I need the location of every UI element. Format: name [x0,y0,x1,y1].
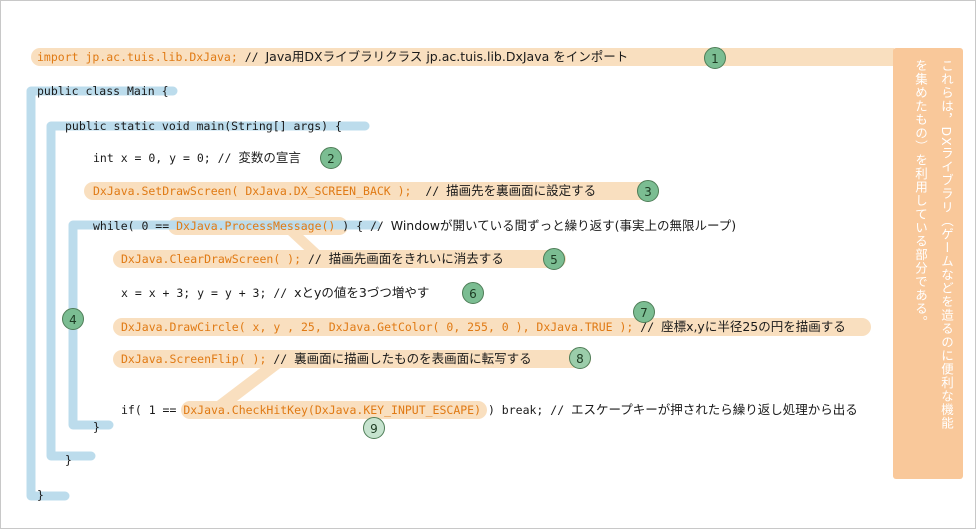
while-suffix: ) { // [335,219,391,233]
code-line-while: while( 0 == DxJava.ProcessMessage() ) { … [93,218,736,234]
code-line-close-class: } [37,487,44,503]
comment-prefix: // [411,184,447,198]
code-line-close-while: } [93,419,100,435]
comment-prefix: // [301,252,329,266]
badge-6: 6 [462,282,484,304]
code-line-import: import jp.ac.tuis.lib.DxJava; // Java用DX… [37,49,628,65]
badge-4: 4 [62,308,84,330]
badge-5: 5 [543,248,565,270]
close-brace-main: } [65,453,72,467]
note-panel [893,48,963,479]
drawcircle-call: DxJava.DrawCircle( x, y , 25, DxJava.Get… [121,320,634,334]
variable-comment: 変数の宣言 [238,150,301,165]
screenflip-call: DxJava.ScreenFlip( ); [121,352,267,366]
code-line-screenflip: DxJava.ScreenFlip( ); // 裏画面に描画したものを表画面に… [121,351,532,367]
checkhitkey-call: DxJava.CheckHitKey(DxJava.KEY_INPUT_ESCA… [183,403,482,417]
comment-prefix: // [633,320,662,334]
close-brace-class: } [37,488,44,502]
increment-comment: xとyの値を3づつ増やす [294,285,430,300]
cleardrawscreen-call: DxJava.ClearDrawScreen( ); [121,252,302,266]
badge-1: 1 [704,47,726,69]
highlight-band-1 [31,48,726,66]
while-comment: Windowが開いている間ずっと繰り返す(事実上の無限ループ) [390,218,737,233]
bracket-class [26,86,178,501]
highlight-band-7 [113,318,871,336]
badge-2: 2 [320,147,342,169]
code-line-close-main: } [65,452,72,468]
close-brace-while: } [93,420,100,434]
badge-8: 8 [569,347,591,369]
comment-prefix: // [237,50,266,64]
note-connector [721,48,894,66]
highlight-checkhitkey [181,401,487,419]
code-line-drawcircle: DxJava.DrawCircle( x, y , 25, DxJava.Get… [121,319,846,335]
badge-3: 3 [637,180,659,202]
processmessage-call: DxJava.ProcessMessage() [176,219,336,233]
badge-9: 9 [363,417,385,439]
highlight-band-8 [113,350,591,368]
code-line-increment: x = x + 3; y = y + 3; // xとyの値を3づつ増やす [121,285,429,301]
import-statement: import jp.ac.tuis.lib.DxJava; [37,50,238,64]
comment-prefix: // [266,352,295,366]
class-declaration: public class Main { [37,84,169,98]
code-line-cleardrawscreen: DxJava.ClearDrawScreen( ); // 描画先画面をきれいに… [121,251,504,267]
setdrawscreen-call: DxJava.SetDrawScreen( DxJava.DX_SCREEN_B… [93,184,412,198]
drawcircle-comment: 座標x,yに半径25の円を描画する [661,319,846,334]
while-prefix: while( 0 == [93,219,177,233]
checkhitkey-comment: エスケープキーが押されたら繰り返し処理から出る [571,402,858,417]
if-suffix: ) break; // [481,403,572,417]
code-line-checkhitkey: if( 1 == DxJava.CheckHitKey(DxJava.KEY_I… [121,402,858,418]
code-line-setdrawscreen: DxJava.SetDrawScreen( DxJava.DX_SCREEN_B… [93,183,596,199]
highlight-band-5 [113,250,566,268]
bracket-main [46,121,370,461]
connector-processmessage [286,233,329,259]
note-text: これらは，DXライブラリ（ゲームなどを造るのに便利な機能を集めたもの）を利用して… [913,59,954,431]
code-line-variables: int x = 0, y = 0; // 変数の宣言 [93,150,301,166]
badge-7: 7 [633,301,655,323]
screenflip-comment: 裏画面に描画したものを表画面に転写する [294,351,532,366]
cleardrawscreen-comment: 描画先画面をきれいに消去する [328,251,504,266]
connector-screenflip [213,366,283,404]
variable-declaration: int x = 0, y = 0; // [93,151,239,165]
highlight-band-3 [84,182,659,200]
increment-statement: x = x + 3; y = y + 3; // [121,286,295,300]
if-prefix: if( 1 == [121,403,184,417]
code-line-class: public class Main { [37,83,169,99]
code-line-main: public static void main(String[] args) { [65,118,342,134]
import-comment: Java用DXライブラリクラス jp.ac.tuis.lib.DxJava をイ… [265,49,629,64]
setdrawscreen-comment: 描画先を裏画面に設定する [446,183,597,198]
main-declaration: public static void main(String[] args) { [65,119,342,133]
